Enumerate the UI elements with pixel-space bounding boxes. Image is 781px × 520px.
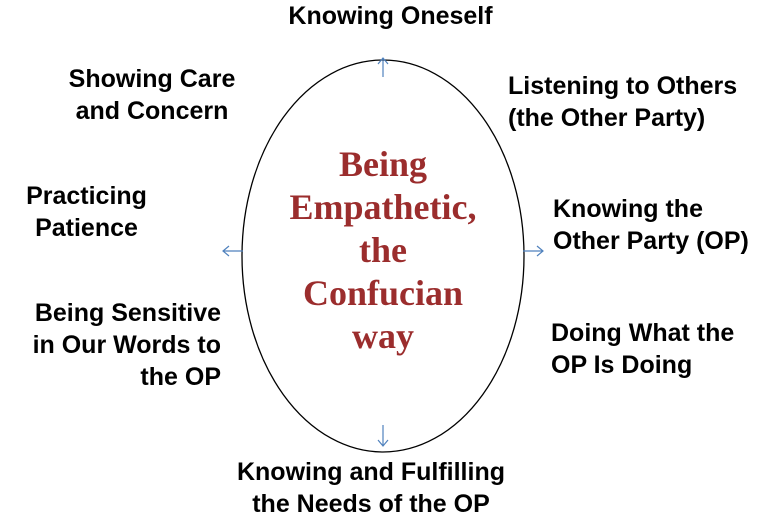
center-title-line: way: [352, 316, 414, 356]
label-line: the Needs of the OP: [252, 490, 490, 518]
label-line: OP Is Doing: [551, 351, 693, 379]
up-arrow: [377, 57, 389, 77]
label-knowing-other-party: Knowing the Other Party (OP): [553, 193, 749, 257]
label-line: Doing What the: [551, 319, 735, 347]
right-arrow: [523, 245, 544, 257]
label-line: Patience: [35, 214, 138, 242]
label-showing-care: Showing Care and Concern: [42, 63, 262, 127]
center-title-line: the: [359, 230, 407, 270]
label-line: Showing Care: [68, 65, 236, 93]
center-title-line: Empathetic,: [289, 187, 477, 227]
center-title-line: Confucian: [302, 273, 464, 313]
down-arrow: [377, 425, 389, 447]
label-line: Practicing: [26, 182, 147, 210]
label-line: Knowing Oneself: [288, 2, 493, 30]
label-doing-what-op-is-doing: Doing What the OP Is Doing: [551, 317, 734, 381]
label-line: Knowing and Fulfilling: [236, 458, 505, 486]
label-line: in Our Words to: [32, 331, 221, 359]
label-being-sensitive: Being Sensitive in Our Words to the OP: [0, 297, 221, 393]
label-listening-to-others: Listening to Others (the Other Party): [508, 70, 737, 134]
label-line: the OP: [140, 363, 221, 391]
label-knowing-and-fulfilling: Knowing and Fulfilling the Needs of the …: [212, 456, 530, 520]
center-title: Being Empathetic, the Confucian way: [262, 143, 504, 358]
label-line: and Concern: [75, 97, 229, 125]
label-line: Knowing the: [553, 195, 703, 223]
label-line: Being Sensitive: [34, 299, 221, 327]
label-line: Other Party (OP): [553, 227, 749, 255]
label-knowing-oneself: Knowing Oneself: [0, 0, 781, 32]
label-practicing-patience: Practicing Patience: [4, 180, 169, 244]
label-line: (the Other Party): [508, 104, 706, 132]
center-title-line: Being: [338, 144, 427, 184]
left-arrow: [222, 245, 243, 257]
label-line: Listening to Others: [508, 72, 738, 100]
